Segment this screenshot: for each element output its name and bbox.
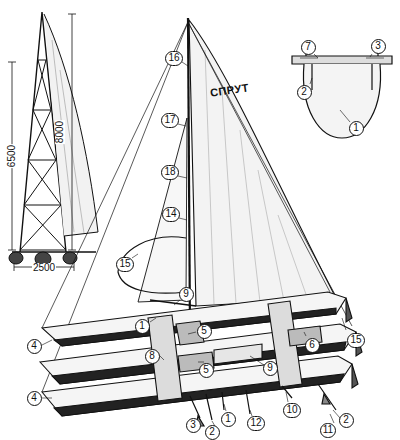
front-view — [20, 12, 66, 252]
callout-number: 3 — [186, 418, 201, 433]
rigging — [138, 118, 187, 302]
front-view — [9, 252, 23, 264]
rigging — [42, 18, 352, 392]
callout-number: 10 — [283, 403, 300, 418]
callout-number: 17 — [161, 113, 178, 128]
callout-number: 14 — [162, 207, 179, 222]
callout-number: 12 — [247, 416, 264, 431]
front-view — [63, 252, 77, 264]
hull-section — [300, 58, 384, 59]
callout-number: 5 — [197, 324, 212, 339]
callout-number: 2 — [205, 425, 220, 440]
leader-lines — [42, 54, 372, 428]
callout-number: 15 — [116, 257, 133, 272]
callout-number: 1 — [221, 412, 236, 427]
callout-number: 4 — [27, 339, 42, 354]
hulls — [40, 292, 362, 416]
leader-lines — [310, 54, 372, 122]
paddles — [190, 384, 336, 420]
callout-number: 16 — [165, 51, 182, 66]
callout-number: 11 — [320, 423, 336, 438]
dimension-label: 2500 — [32, 263, 56, 273]
hull-section — [303, 64, 380, 138]
callout-number: 8 — [145, 349, 160, 364]
callout-number: 9 — [263, 361, 278, 376]
leader-lines — [42, 318, 346, 365]
callout-number: 9 — [179, 287, 194, 302]
front-view — [8, 12, 98, 271]
callout-number: 5 — [199, 363, 214, 378]
front-view — [52, 40, 84, 233]
hull-section — [306, 50, 378, 90]
callout-number: 3 — [371, 39, 386, 54]
callout-number: 15 — [347, 333, 364, 348]
callout-number: 1 — [349, 121, 364, 136]
front-view — [68, 14, 76, 250]
callout-number: 1 — [135, 319, 150, 334]
callout-number: 2 — [297, 85, 312, 100]
dimension-label: 6500 — [7, 144, 17, 168]
hulls — [214, 344, 262, 364]
front-view — [12, 251, 96, 253]
callout-number: 7 — [301, 40, 316, 55]
hull-section — [292, 50, 392, 138]
rigging — [42, 22, 352, 392]
callout-number: 18 — [161, 165, 178, 180]
callout-number: 2 — [339, 413, 354, 428]
leader-lines — [132, 62, 188, 305]
callout-number: 6 — [305, 338, 320, 353]
rigging — [205, 50, 308, 304]
hulls — [42, 292, 346, 346]
front-view — [8, 62, 16, 250]
callout-number: 4 — [27, 391, 42, 406]
dimension-label: 8000 — [55, 120, 65, 144]
hull-section — [292, 56, 392, 64]
front-view — [44, 14, 98, 236]
